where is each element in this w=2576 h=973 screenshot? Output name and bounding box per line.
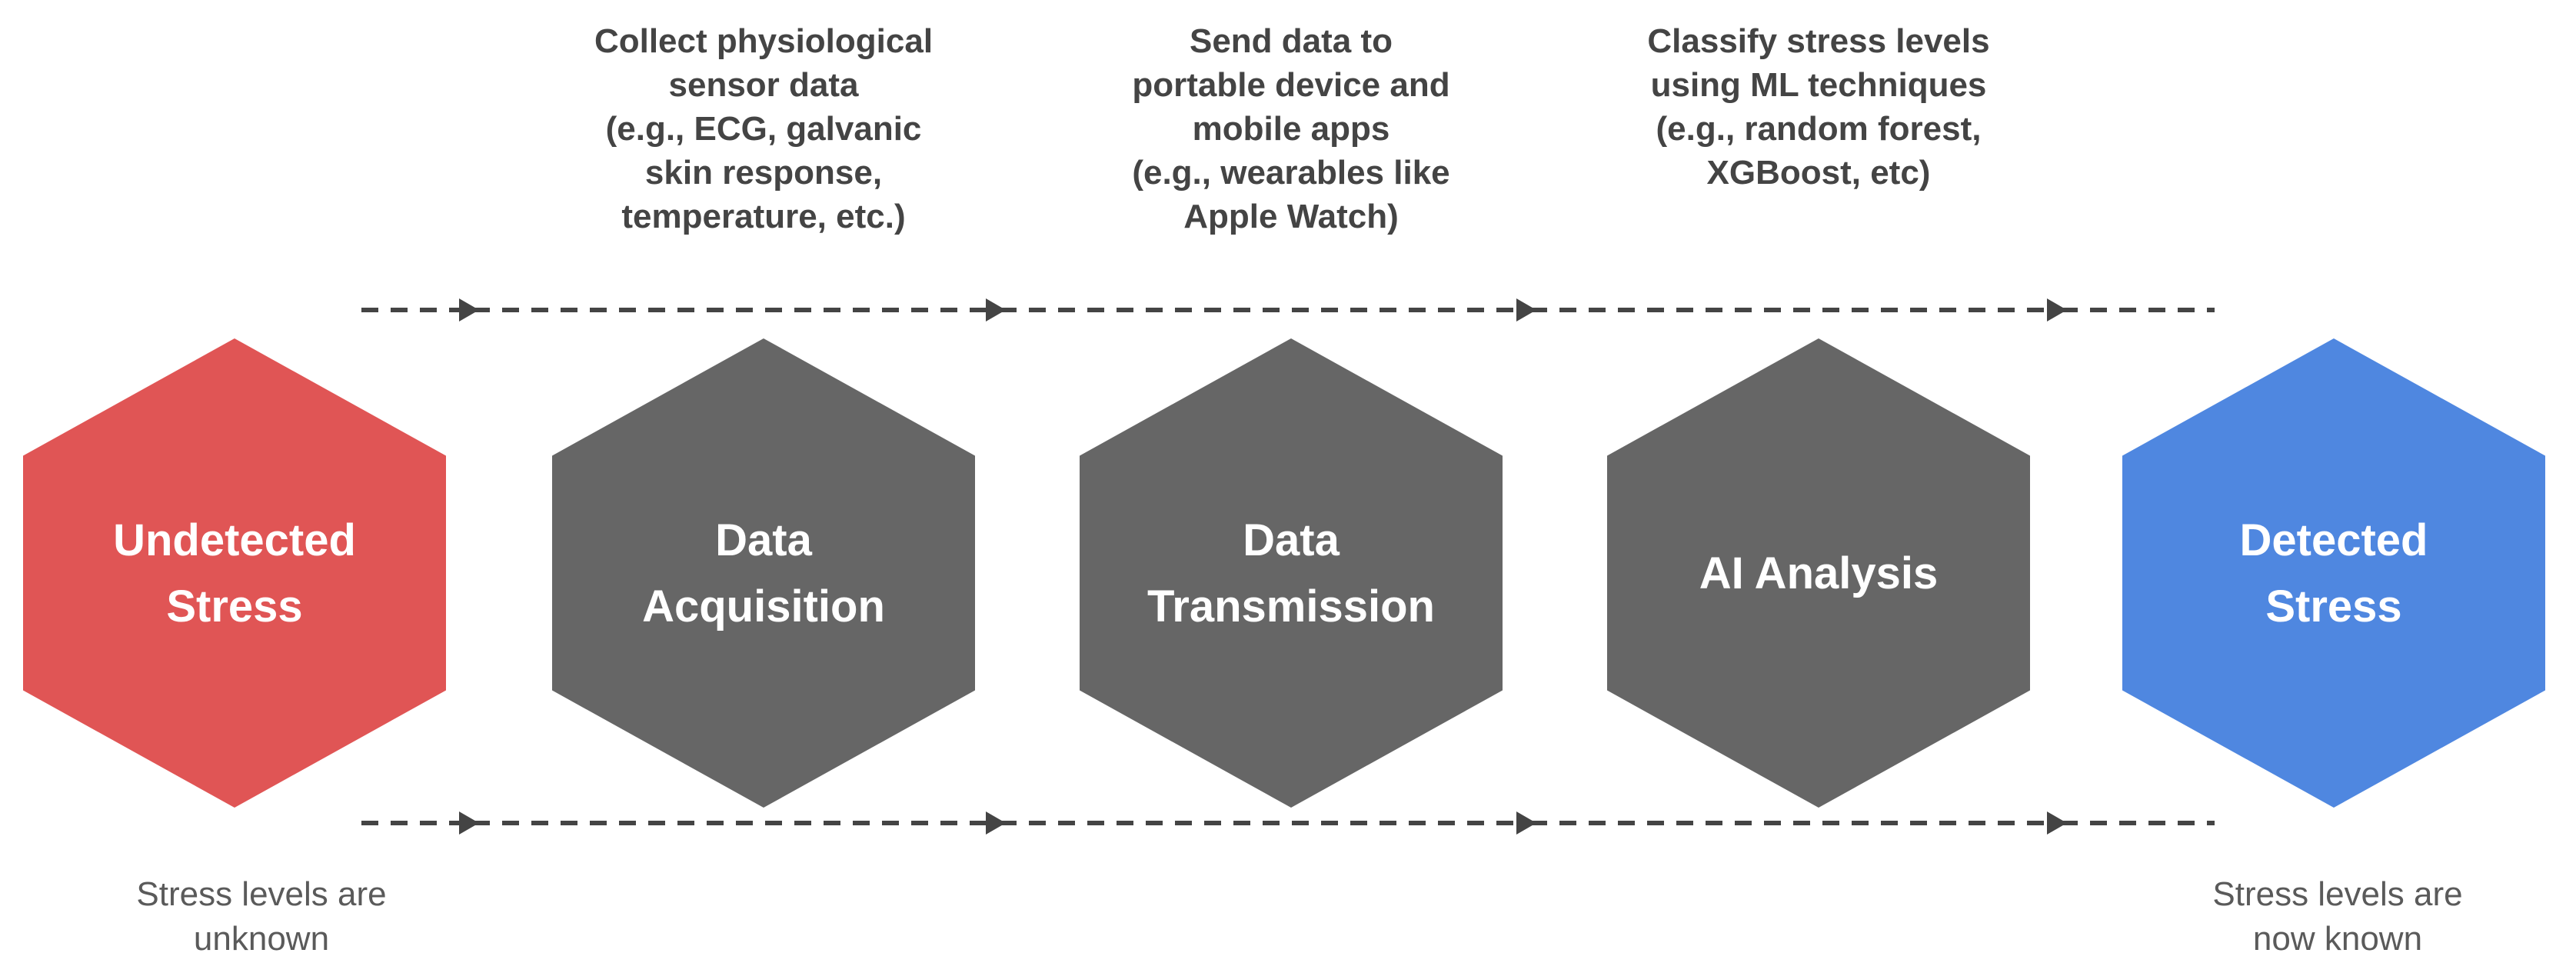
- stage-title-line: Acquisition: [642, 581, 885, 631]
- stage-description-line: (e.g., random forest,: [1656, 110, 1982, 148]
- stage-description-line: Apple Watch): [1183, 198, 1398, 235]
- stage-description-line: Classify stress levels: [1647, 22, 1989, 60]
- stage-title-line: Transmission: [1147, 581, 1435, 631]
- stage-description-line: temperature, etc.): [621, 198, 905, 235]
- connector-bottom-arrowhead: [459, 811, 479, 835]
- stage-description-line: mobile apps: [1193, 110, 1390, 148]
- stage-hexagon: [23, 338, 446, 808]
- stage-description-line: sensor data: [669, 66, 860, 104]
- stage-title-line: Data: [715, 515, 812, 565]
- stage-description-line: using ML techniques: [1651, 66, 1987, 104]
- stage-title-line: Data: [1243, 515, 1340, 565]
- stage-analysis: AI Analysis Classify stress levels using M…: [1607, 22, 2030, 808]
- connector-top-arrowhead: [459, 298, 479, 322]
- connector-top-arrowhead: [986, 298, 1006, 322]
- connector-top-arrowhead: [1516, 298, 1536, 322]
- connector-lines: [361, 298, 2215, 835]
- stage-hexagon: [1080, 338, 1503, 808]
- stage-hexagon: [552, 338, 975, 808]
- stage-title-line: Stress: [2265, 581, 2401, 631]
- stage-hexagon: [2122, 338, 2545, 808]
- stage-description-line: skin response,: [645, 154, 882, 192]
- connector-top-arrowhead: [2047, 298, 2067, 322]
- stage-note-line: Stress levels are: [2212, 875, 2462, 913]
- stage-description-line: Collect physiological: [594, 22, 933, 60]
- stage-title-line: AI Analysis: [1699, 548, 1939, 598]
- stage-note-line: Stress levels are: [136, 875, 386, 913]
- connector-bottom-arrowhead: [986, 811, 1006, 835]
- stage-title-line: Undetected: [113, 515, 356, 565]
- stage-hexagon: [1607, 338, 2030, 808]
- stage-description-line: Send data to: [1190, 22, 1393, 60]
- connector-bottom-arrowhead: [1516, 811, 1536, 835]
- connector-bottom-arrowhead: [2047, 811, 2067, 835]
- stage-description-line: XGBoost, etc): [1707, 154, 1931, 192]
- stage-title-line: Detected: [2240, 515, 2428, 565]
- stage-description-line: portable device and: [1132, 66, 1449, 104]
- stage-description-line: (e.g., ECG, galvanic: [606, 110, 922, 148]
- stage-note-line: now known: [2253, 920, 2422, 958]
- stage-note-line: unknown: [194, 920, 329, 958]
- stage-title-line: Stress: [166, 581, 302, 631]
- stage-description-line: (e.g., wearables like: [1132, 154, 1449, 192]
